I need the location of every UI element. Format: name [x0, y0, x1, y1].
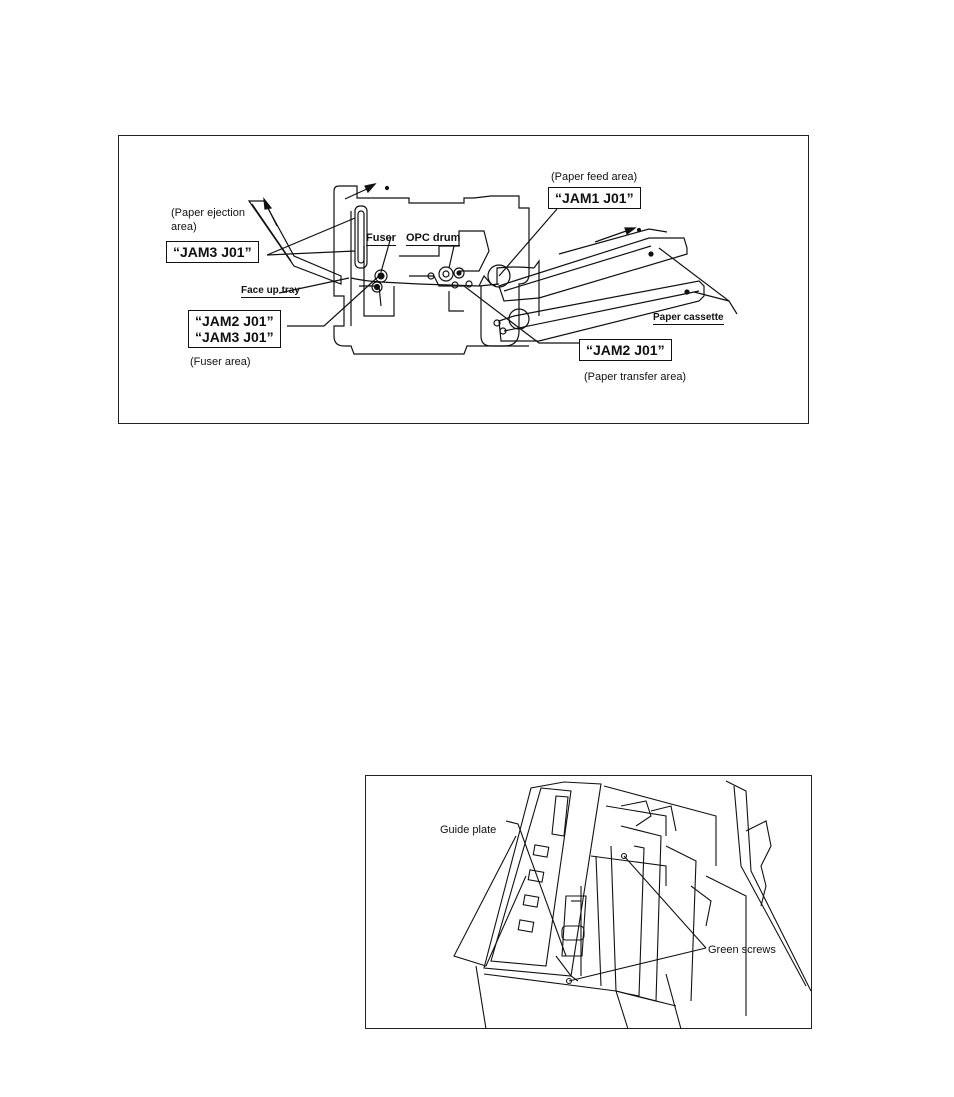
jam3-fuser-code: “JAM3 J01” [195, 329, 274, 345]
paper-cassette-label: Paper cassette [653, 311, 724, 325]
jam3-code-box: “JAM3 J01” [166, 241, 259, 263]
paper-ejection-area-label-line2: area) [171, 221, 197, 234]
green-screws-label: Green screws [708, 944, 776, 957]
paper-ejection-area-label-line1: (Paper ejection [171, 207, 245, 220]
jam3-code: “JAM3 J01” [173, 244, 252, 260]
printer-cross-section-drawing [119, 136, 810, 425]
fuser-label: Fuser [366, 232, 396, 246]
jam2-transfer-code-box: “JAM2 J01” [579, 339, 672, 361]
paper-transfer-area-label: (Paper transfer area) [584, 371, 686, 384]
jam1-code: “JAM1 J01” [555, 190, 634, 206]
open-printer-drawing [366, 776, 813, 1030]
fuser-jam-codes-box: “JAM2 J01” “JAM3 J01” [188, 310, 281, 348]
jam1-code-box: “JAM1 J01” [548, 187, 641, 209]
jam2-fuser-code: “JAM2 J01” [195, 313, 274, 329]
guide-plate-diagram: Guide plate Green screws [365, 775, 812, 1029]
paper-feed-area-label: (Paper feed area) [551, 171, 637, 184]
jam2-transfer-code: “JAM2 J01” [586, 342, 665, 358]
guide-plate-label: Guide plate [440, 824, 496, 837]
face-up-tray-label: Face up tray [241, 284, 300, 298]
jam-location-diagram: (Paper feed area) “JAM1 J01” (Paper ejec… [118, 135, 809, 424]
opc-drum-label: OPC drum [406, 232, 460, 246]
fuser-area-label: (Fuser area) [190, 356, 251, 369]
